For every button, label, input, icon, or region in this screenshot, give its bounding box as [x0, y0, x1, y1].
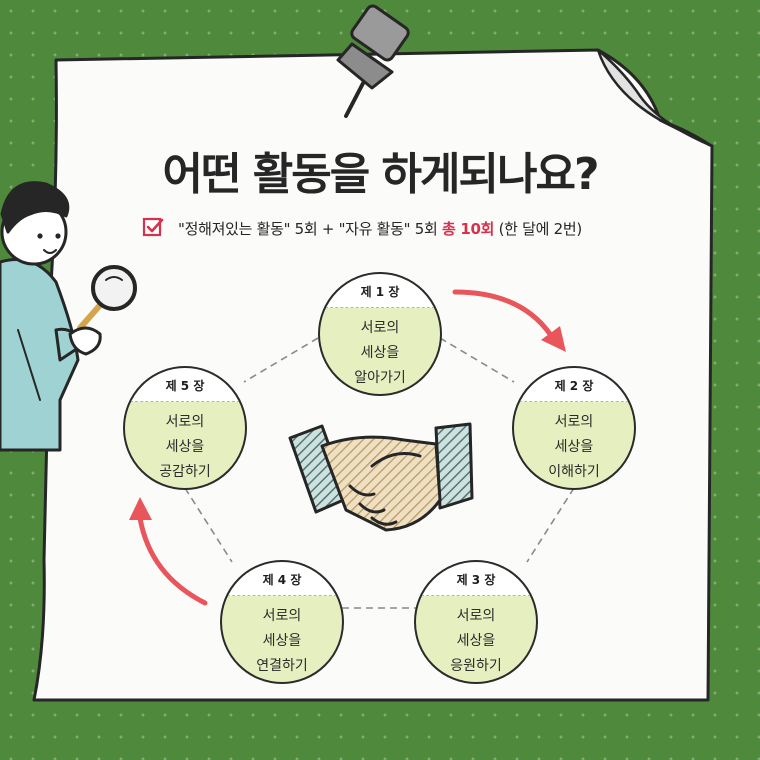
page-title: 어떤 활동을 하게되나요?: [162, 149, 600, 200]
stage-divider: [222, 595, 342, 596]
stage-divider: [125, 401, 245, 402]
stage-5-circle: 제 5 장 서로의 세상을 공감하기: [123, 366, 247, 490]
checkbox-checked-icon: [142, 217, 164, 237]
activity-total: 총 10회: [441, 220, 495, 238]
stage-divider: [514, 401, 634, 402]
stage-3-text: 서로의 세상을 응원하기: [416, 604, 536, 679]
stage-1-circle: 제 1 장 서로의 세상을 알아가기: [318, 272, 442, 396]
stage-2-circle: 제 2 장 서로의 세상을 이해하기: [512, 366, 636, 490]
stage-1-title: 제 1 장: [360, 285, 400, 299]
stage-4-line-2: 세상을: [262, 633, 302, 649]
stage-5-line-1: 서로의: [165, 414, 205, 430]
stage-1-line-2: 세상을: [360, 345, 400, 361]
stage-1-text: 서로의 세상을 알아가기: [320, 316, 440, 391]
activity-frequency: (한 달에 2번): [498, 220, 583, 238]
stage-4-circle: 제 4 장 서로의 세상을 연결하기: [220, 560, 344, 684]
stage-3-line-1: 서로의: [456, 608, 496, 624]
stage-1-line-1: 서로의: [360, 320, 400, 336]
stage-5-line-3: 공감하기: [159, 464, 211, 480]
activity-summary: "정해져있는 활동" 5회 + "자유 활동" 5회 총 10회 (한 달에 2…: [178, 218, 582, 239]
pentagon-connectors: [184, 337, 575, 609]
stage-2-line-1: 서로의: [554, 414, 594, 430]
activity-summary-main: "정해져있는 활동" 5회 + "자유 활동" 5회: [178, 220, 438, 238]
paper-curl: [596, 48, 714, 148]
stage-1-line-3: 알아가기: [354, 370, 406, 386]
stage-3-title: 제 3 장: [456, 573, 496, 587]
stage-3-circle: 제 3 장 서로의 세상을 응원하기: [414, 560, 538, 684]
stage-divider: [416, 595, 536, 596]
stage-4-line-3: 연결하기: [256, 658, 308, 674]
stage-2-text: 서로의 세상을 이해하기: [514, 410, 634, 485]
stage-2-line-2: 세상을: [554, 439, 594, 455]
flow-arrow-bottom-left: [129, 497, 208, 606]
stage-3-line-2: 세상을: [456, 633, 496, 649]
stage-5-line-2: 세상을: [165, 439, 205, 455]
flow-arrow-top-right: [452, 289, 566, 352]
stage-4-title: 제 4 장: [262, 573, 302, 587]
stage-2-line-3: 이해하기: [548, 464, 600, 480]
stage-5-title: 제 5 장: [165, 379, 205, 393]
push-pin-icon: [336, 4, 410, 118]
stage-4-line-1: 서로의: [262, 608, 302, 624]
person-with-magnifier-icon: [0, 181, 137, 452]
stage-2-title: 제 2 장: [554, 379, 594, 393]
stage-4-text: 서로의 세상을 연결하기: [222, 604, 342, 679]
stage-divider: [320, 307, 440, 308]
stage-3-line-3: 응원하기: [450, 658, 502, 674]
handshake-icon: [288, 422, 474, 532]
stage-5-text: 서로의 세상을 공감하기: [125, 410, 245, 485]
